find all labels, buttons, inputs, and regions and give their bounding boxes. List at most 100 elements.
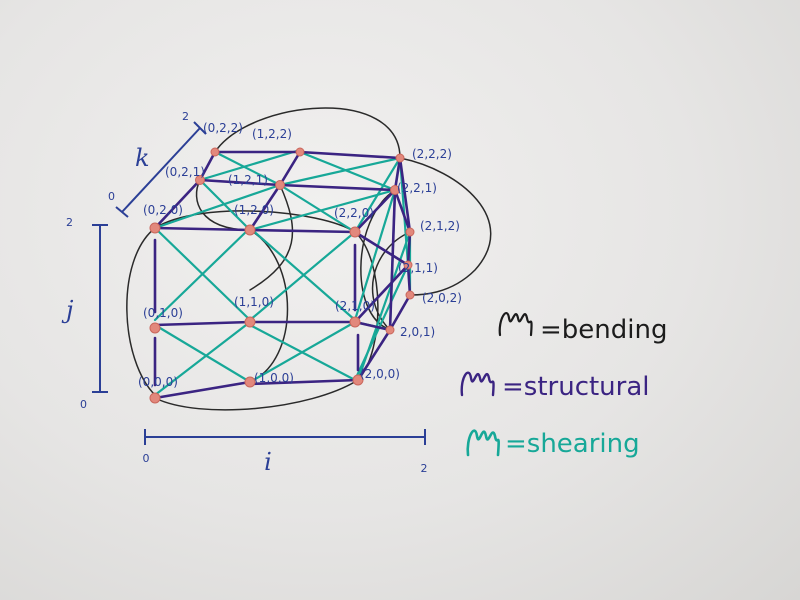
shearing-spring [278,183,357,234]
legend-label-structural: =structural [502,372,650,402]
legend-label-bending: =bending [540,315,667,345]
node-label: (2,1,2) [420,219,460,233]
k-axis-max: 2 [182,110,189,123]
shearing-spring [198,178,252,232]
shearing-swatch-icon [466,429,500,457]
node-label: (0,2,0) [143,203,183,217]
mass-node [352,374,364,386]
k-axis-line [121,127,201,213]
i-axis-max: 2 [421,462,428,475]
k-axis-tick-start [115,206,129,218]
node-label: (1,2,2) [252,127,292,141]
shearing-spring [248,188,397,232]
node-label: (2,0,0) [360,367,400,381]
mass-node [244,224,256,236]
mass-node [210,147,220,157]
node-label: (1,2,1) [228,173,268,187]
structural-spring [356,328,392,382]
node-label: (0,0,0) [138,375,178,389]
mass-node [395,153,405,163]
node-label: (1,1,0) [234,295,274,309]
mass-node [295,147,305,157]
j-axis-min: 0 [80,398,87,411]
shearing-spring [353,156,402,234]
node-label: (2,2,2) [412,147,452,161]
shearing-spring [153,226,252,322]
structural-spring [153,178,202,230]
mass-node [149,222,161,234]
bending-spring [371,231,411,331]
node-label: (2,0,2) [422,291,462,305]
bending-swatch-icon [498,311,533,337]
structural-spring [198,178,282,187]
structural-springs [153,150,412,400]
mass-node [390,185,400,195]
shearing-spring [213,150,282,187]
node-label: (2,2,1) [397,181,437,195]
shearing-spring [198,148,302,182]
mass-node [405,227,415,237]
mass-node [275,180,285,190]
structural-spring [388,188,397,332]
structural-spring [298,150,402,160]
structural-spring [393,188,412,234]
structural-spring [278,150,302,187]
structural-spring [278,183,397,192]
shearing-spring [278,156,402,187]
mass-node [149,392,161,404]
structural-spring [388,293,412,332]
i-axis-name: i [264,448,272,476]
structural-spring [153,226,252,232]
structural-spring [248,228,357,234]
node-label: (1,0,0) [254,371,294,385]
bending-spring [126,227,156,396]
shearing-spring [248,320,357,384]
shearing-spring [353,263,410,382]
shearing-spring [248,226,357,322]
structural-spring [153,320,252,327]
structural-spring [198,150,217,182]
k-axis-min: 0 [108,190,115,203]
mass-node [349,316,361,328]
mass-node [244,376,256,388]
structural-spring [393,156,402,192]
structural-spring [398,156,412,234]
node-labels: (0,0,0) (1,0,0) (2,0,0) (0,1,0) (1,1,0) … [138,121,462,389]
legend: =bending =structural =shearing [460,311,667,459]
shearing-spring [248,230,357,322]
mass-node [244,316,256,328]
bending-spring [399,157,492,296]
bending-spring [154,379,359,411]
shearing-spring [353,188,397,322]
node-label: 2,0,1) [400,325,435,339]
node-label: (2,1,1) [398,261,438,275]
bending-spring [249,184,294,291]
mass-node [349,226,361,238]
mass-node [385,325,395,335]
legend-item-structural: =structural [460,371,650,402]
structural-spring [406,263,412,297]
structural-swatch-icon [460,371,495,397]
structural-spring [353,320,392,332]
node-label: (0,2,2) [203,121,243,135]
k-axis-name: k [135,144,150,172]
node-label: (1,2,0) [234,203,274,217]
structural-spring [353,230,410,267]
mass-nodes [149,147,415,404]
mass-node [195,175,205,185]
structural-spring [406,230,412,267]
bending-spring [214,107,401,159]
bending-spring [249,229,289,383]
node-label: (0,1,0) [143,306,183,320]
structural-spring [153,380,252,400]
legend-item-shearing: =shearing [466,429,640,459]
legend-label-shearing: =shearing [505,429,640,459]
mass-node [149,322,161,334]
structural-spring [353,188,397,234]
j-axis-name: j [61,296,74,324]
shearing-spring [298,150,397,192]
j-axis-max: 2 [66,216,73,229]
node-label: (0,2,1) [165,165,205,179]
